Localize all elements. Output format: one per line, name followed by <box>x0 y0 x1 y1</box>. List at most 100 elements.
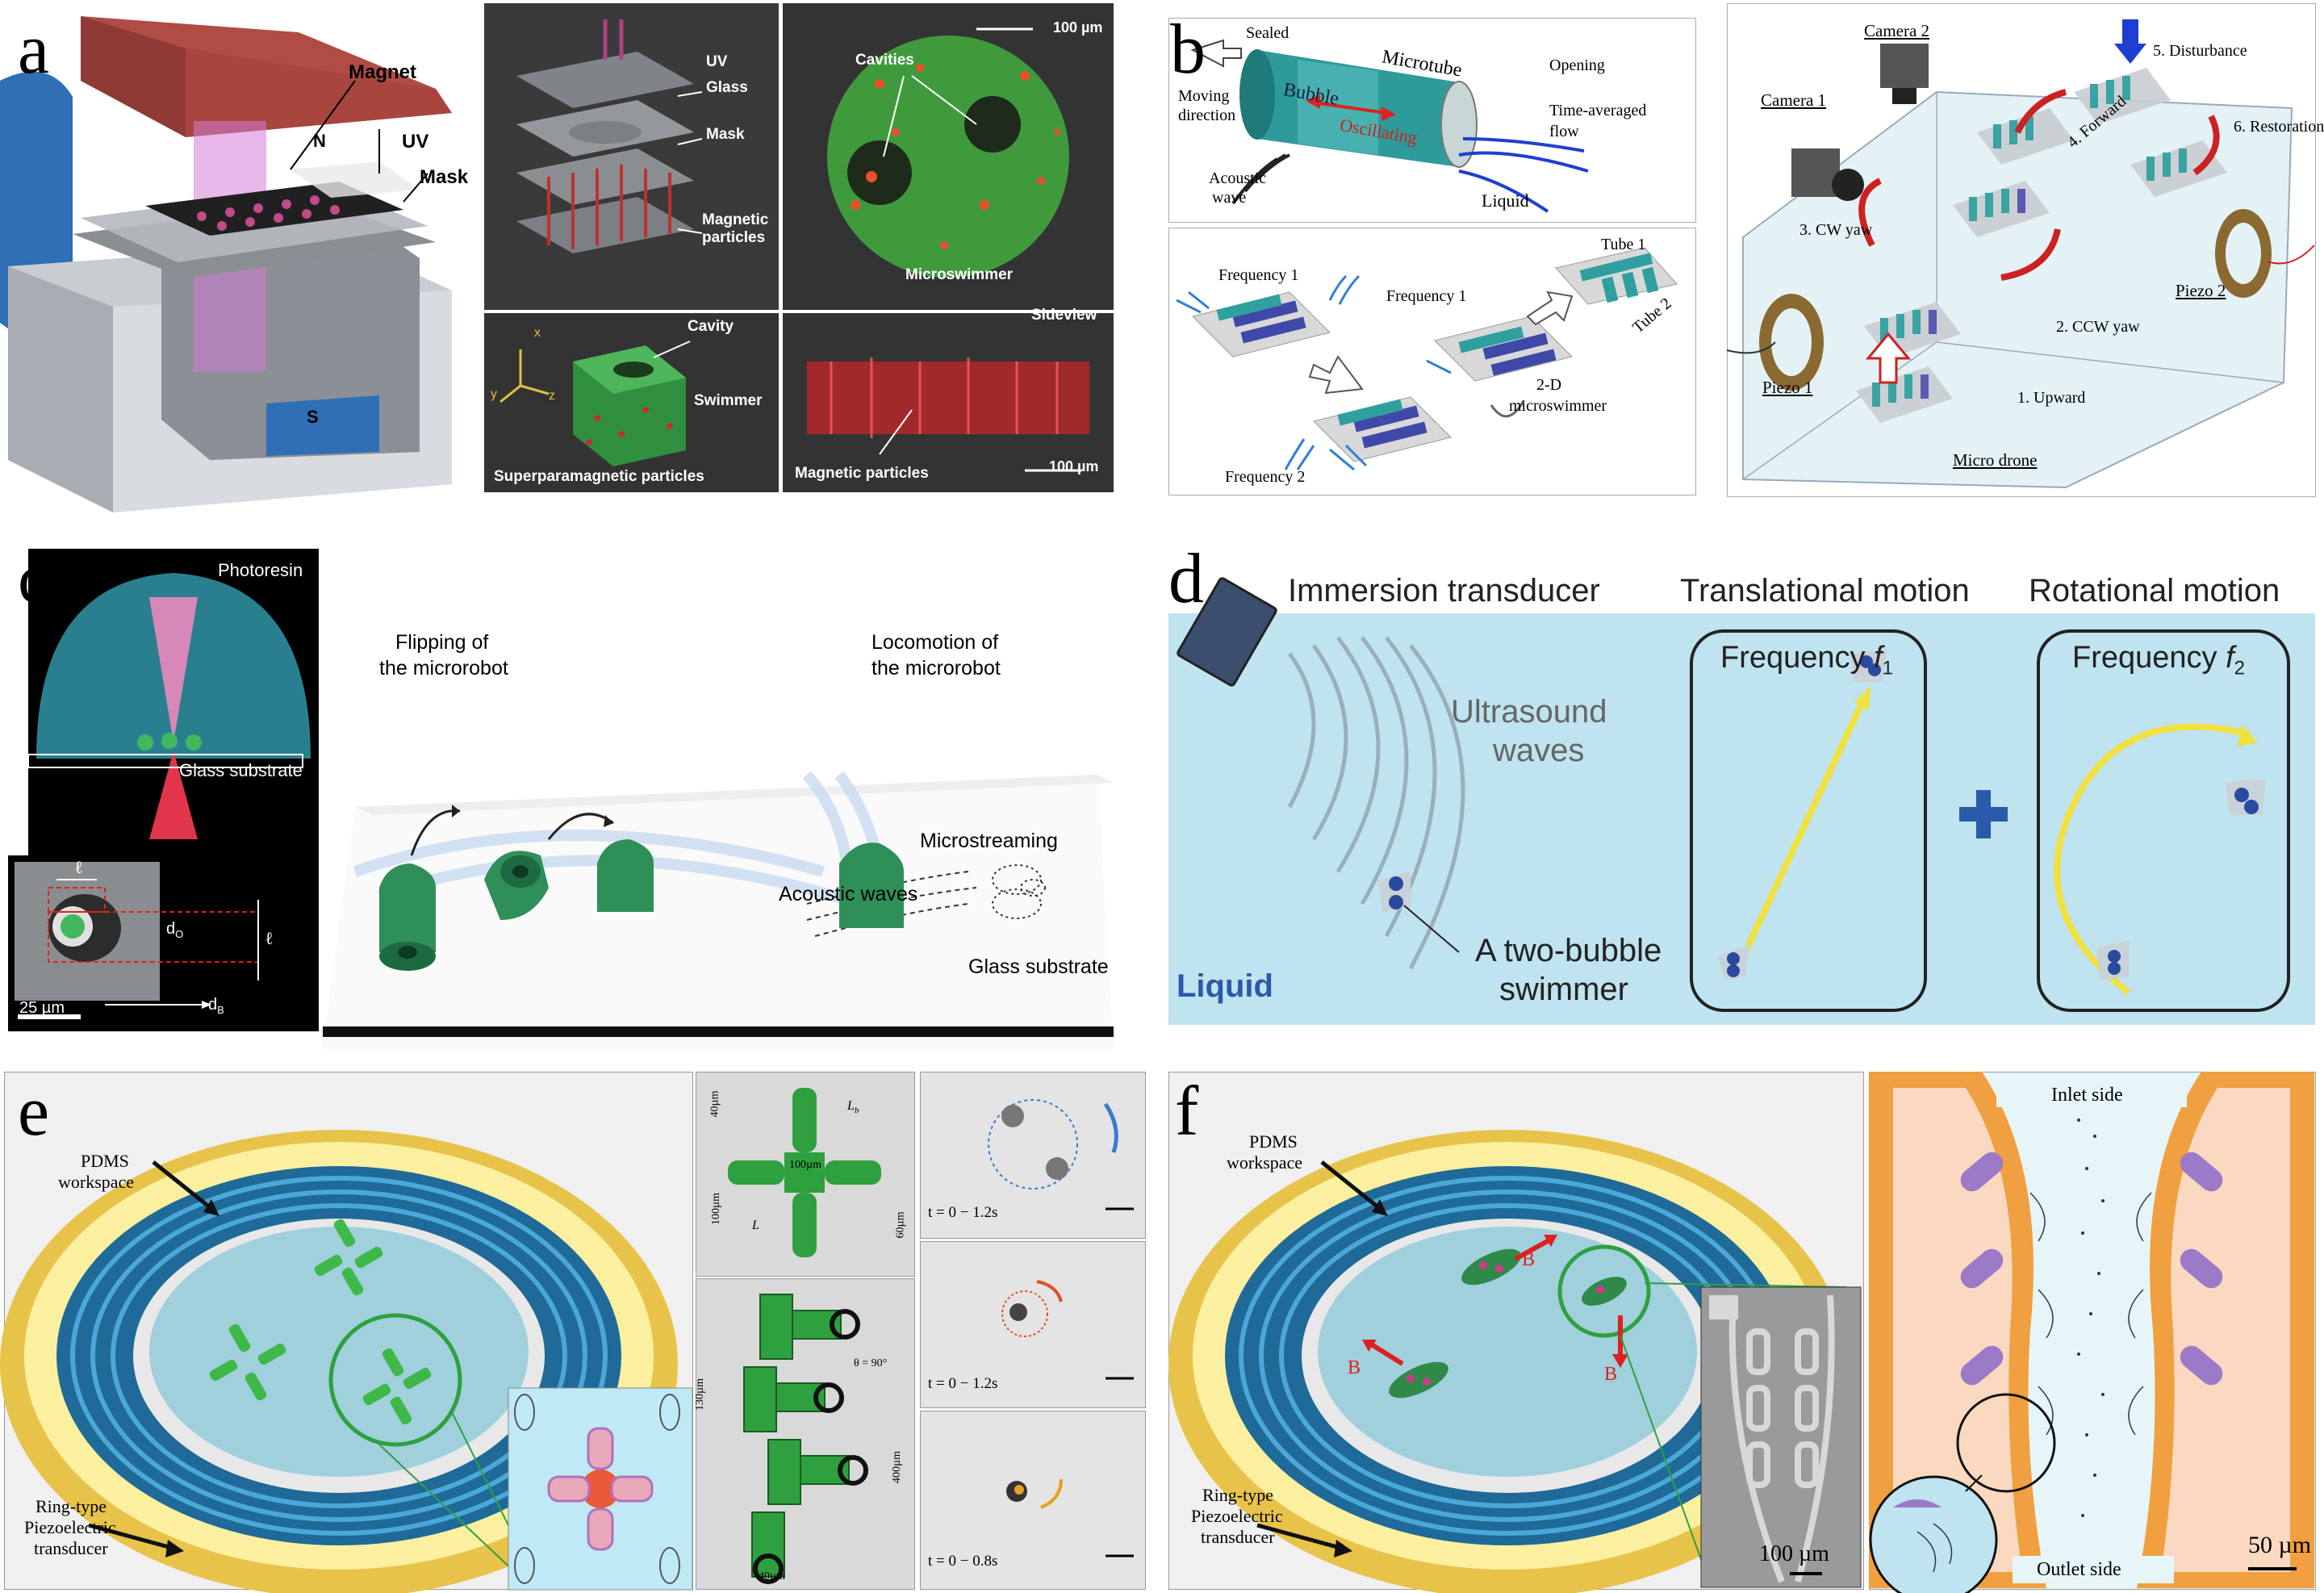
microswimmer-2d-label-1: 2-D <box>1536 376 1562 394</box>
frequency-box <box>1168 228 1696 495</box>
magnet-n-label: N <box>313 131 326 151</box>
frequency-1a-label: Frequency 1 <box>1218 266 1299 284</box>
axis-y-label: y <box>491 387 497 401</box>
frequency-1b-label: Frequency 1 <box>1386 287 1467 305</box>
camera-2-label: Camera 2 <box>1864 21 1930 40</box>
channel-scale-label: 50 µm <box>2248 1532 2312 1558</box>
microswimmer-label: Microswimmer <box>905 266 1014 283</box>
microtube-box <box>1168 18 1696 223</box>
time-label-2: t = 0 − 1.2s <box>928 1375 998 1392</box>
panel-letter-c: c <box>18 540 50 618</box>
liquid-label-b: Liquid <box>1482 190 1529 211</box>
rotational-label: Rotational motion <box>2029 573 2280 608</box>
dim-db-main: d <box>208 996 218 1014</box>
flipping-label-1: Flipping of <box>395 631 489 654</box>
piezo-ring-workspace-f <box>1168 1130 1862 1593</box>
dim-lb-main: L <box>847 1099 855 1113</box>
glass-substrate-label-1: Glass substrate <box>179 760 303 780</box>
flow-label-1: Time-averaged <box>1549 102 1647 119</box>
side-particles-label: Magnetic particles <box>795 465 929 482</box>
exploded-mask-label: Mask <box>706 126 745 143</box>
magnetic-setup-illustration <box>0 16 452 512</box>
photoresin-panel <box>27 549 319 855</box>
frequency-f1-text: Frequency <box>1720 641 1875 675</box>
camera-1-label: Camera 1 <box>1761 90 1827 110</box>
swimmer-label: Swimmer <box>694 392 763 409</box>
dim-db-sub: B <box>217 1004 224 1016</box>
sperm-channel-illustration <box>1869 1072 2314 1593</box>
exploded-particles-label: Magnetic particles <box>702 211 769 246</box>
upward-label: 1. Upward <box>2017 389 2086 407</box>
acoustic-flipping-illustration <box>323 771 1114 1049</box>
dim-l-label: ℓ <box>74 857 83 877</box>
scale-25um-label: 25 µm <box>19 999 65 1017</box>
piezo-2-label: Piezo 2 <box>2176 281 2226 300</box>
f-ring-label-1: Ring-type <box>1202 1485 1273 1505</box>
stacked-swimmer-design <box>743 1294 868 1584</box>
dim-do-main: d <box>166 920 176 938</box>
frequency-2-label: Frequency 2 <box>1225 468 1306 486</box>
outlet-label: Outlet side <box>2037 1559 2121 1580</box>
photoresin-label: Photoresin <box>218 560 303 580</box>
dim-400um-label: 400µm <box>890 1451 903 1483</box>
fluorescence-view <box>783 3 1114 310</box>
frequency-f1-symbol: f <box>1874 641 1883 675</box>
panel-b: b Sealed Moving direction Bubble Microtu… <box>1162 0 2324 516</box>
ultrasound-label-2: waves <box>1493 733 1585 768</box>
panel-letter-a: a <box>18 10 50 89</box>
moving-label-2: direction <box>1178 107 1236 124</box>
tube-1-label: Tube 1 <box>1601 236 1646 253</box>
translational-label: Translational motion <box>1680 573 1970 608</box>
magnet-s-label: S <box>307 407 319 427</box>
time-label-3: t = 0 − 0.8s <box>928 1553 998 1570</box>
ultrasound-label-1: Ultrasound <box>1451 694 1607 730</box>
acoustic-waves-label: Acoustic waves <box>779 883 918 905</box>
time-frame-2 <box>920 1241 1146 1408</box>
mask-label: Mask <box>420 166 469 188</box>
panel-letter-e: e <box>18 1072 50 1151</box>
micro-drone-label: Micro drone <box>1953 450 2038 470</box>
swimmer-label-1: A two-bubble <box>1475 933 1662 968</box>
microscope-inset <box>8 855 319 1031</box>
sealed-label: Sealed <box>1246 24 1289 42</box>
axis-x-label: x <box>534 326 541 340</box>
e-ring-label-2: Piezoelectric <box>24 1517 116 1537</box>
frequency-f2-text: Frequency <box>2072 641 2226 675</box>
panel-letter-d: d <box>1168 540 1204 618</box>
dim-l-e-label: L <box>752 1219 759 1232</box>
b-field-label-2: B <box>1604 1364 1618 1385</box>
frequency-f1-sub: 1 <box>1882 657 1894 679</box>
swimmer-schematic <box>484 313 779 492</box>
piezo-ring-workspace-e <box>0 1130 693 1593</box>
frequency-f2-sub: 2 <box>2234 657 2246 679</box>
superparamagnetic-label: Superparamagnetic particles <box>494 468 704 485</box>
dim-l2-label: ℓ <box>265 928 274 948</box>
micro-drone-box <box>1727 3 2316 497</box>
locomotion-label-1: Locomotion of <box>872 631 999 654</box>
dim-100um-a-label: 100µm <box>789 1159 821 1171</box>
cavity-label: Cavity <box>688 318 734 335</box>
axis-z-label: z <box>549 389 555 403</box>
exploded-view <box>484 3 779 310</box>
liquid-label-d: Liquid <box>1177 968 1273 1004</box>
dim-40um-label: 40µm <box>708 1090 721 1118</box>
flipping-label-2: the microrobot <box>379 657 508 679</box>
theta-label: θ = 90° <box>854 1357 888 1369</box>
f-pdms-label-1: PDMS <box>1249 1131 1298 1152</box>
b-field-label-3: B <box>1348 1357 1361 1378</box>
exploded-uv-label: UV <box>706 53 728 70</box>
dim-do-label: dO <box>166 920 183 940</box>
moving-label-1: Moving <box>1178 87 1230 105</box>
piezo-1-label: Piezo 1 <box>1762 378 1813 397</box>
exploded-glass-label: Glass <box>706 79 748 96</box>
frequency-steering-illustration <box>1176 247 1678 471</box>
panel-e: e PDMS workspace Ring-type Piezoelectric… <box>0 1057 1146 1593</box>
magnet-label: Magnet <box>349 61 416 83</box>
dim-40um-b-label: 40µm <box>759 1570 785 1583</box>
dim-do-sub: O <box>175 928 184 940</box>
dim-60um-label: 60µm <box>894 1211 907 1239</box>
uv-label: UV <box>402 131 429 153</box>
dim-100um-b-label: 100µm <box>709 1193 722 1225</box>
f-ring-label-3: transducer <box>1201 1527 1275 1547</box>
restoration-label: 6. Restoration <box>2234 118 2324 136</box>
